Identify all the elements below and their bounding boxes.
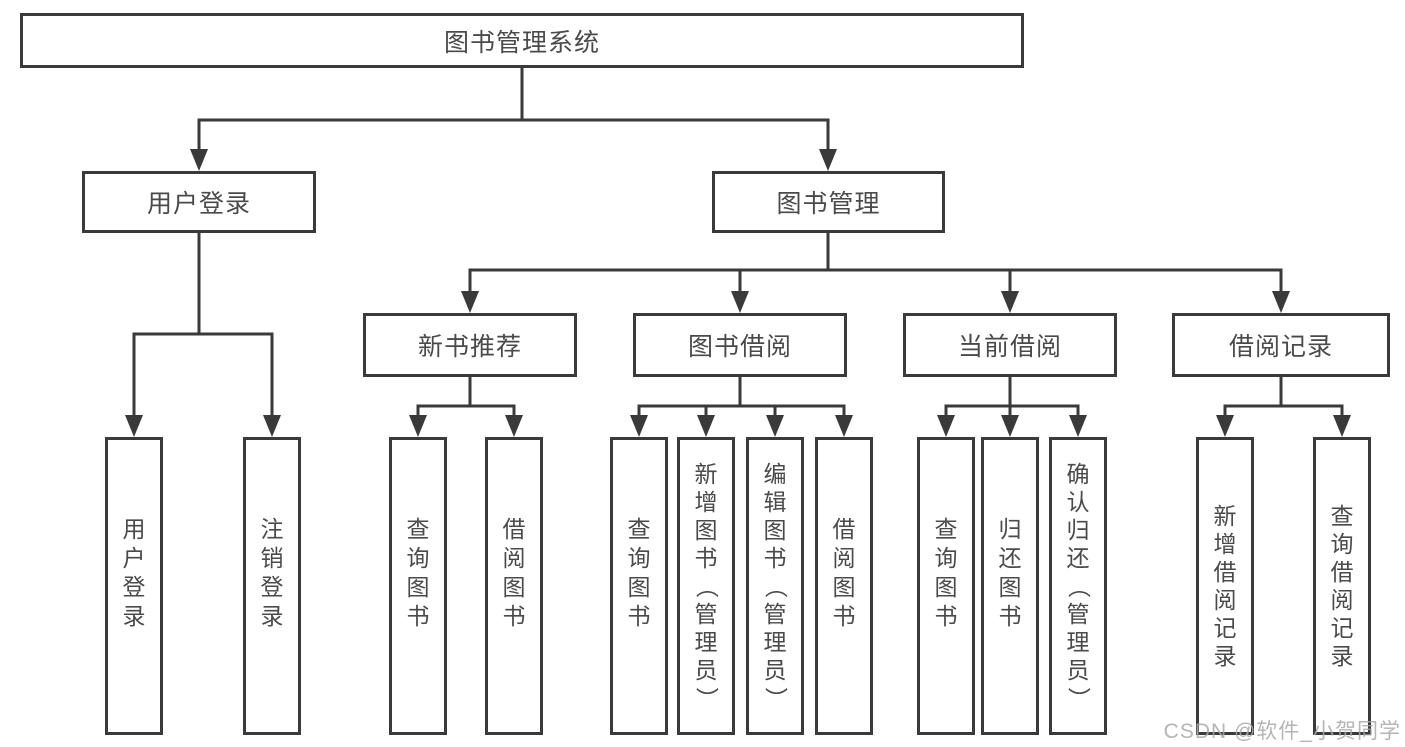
- leaf-add-book-admin: 新增图书（管理员）: [677, 437, 735, 735]
- node-root-label: 图书管理系统: [443, 28, 600, 57]
- node-new-book-recommend: 新书推荐: [363, 313, 577, 377]
- node-book-management: 图书管理: [712, 171, 945, 233]
- leaf-add-borrow-record-label: 新增借阅记录: [1213, 502, 1237, 669]
- node-user-login: 用户登录: [82, 171, 316, 233]
- leaf-add-borrow-record: 新增借阅记录: [1196, 437, 1254, 735]
- node-user-login-label: 用户登录: [146, 190, 251, 218]
- leaf-confirm-return-admin: 确认归还（管理员）: [1049, 437, 1107, 735]
- leaf-return-book-label: 归还图书: [998, 516, 1022, 629]
- leaf-query-books-borrowing-label: 查询图书: [627, 516, 651, 629]
- leaf-confirm-return-admin-label: 确认归还（管理员）: [1065, 460, 1092, 710]
- leaf-edit-book-admin-label: 编辑图书（管理员）: [762, 460, 789, 710]
- leaf-borrow-books-borrowing: 借阅图书: [815, 437, 873, 735]
- leaf-user-login-label: 用户登录: [122, 516, 146, 629]
- leaf-logout-label: 注销登录: [260, 516, 284, 629]
- leaf-query-borrow-record-label: 查询借阅记录: [1330, 502, 1354, 669]
- watermark: CSDN @软件_小贺同学: [1163, 720, 1401, 743]
- node-current-borrowing: 当前借阅: [903, 313, 1117, 377]
- node-borrowing-records: 借阅记录: [1172, 313, 1390, 377]
- node-book-borrowing: 图书借阅: [633, 313, 847, 377]
- node-book-management-label: 图书管理: [776, 190, 881, 218]
- leaf-query-books-current-label: 查询图书: [934, 516, 958, 629]
- leaf-borrow-books-recommend-label: 借阅图书: [502, 516, 526, 629]
- leaf-query-books-recommend-label: 查询图书: [406, 516, 430, 629]
- leaf-query-books-borrowing: 查询图书: [610, 437, 668, 735]
- leaf-edit-book-admin: 编辑图书（管理员）: [746, 437, 804, 735]
- leaf-borrow-books-borrowing-label: 借阅图书: [832, 516, 856, 629]
- leaf-query-books-recommend: 查询图书: [389, 437, 447, 735]
- node-book-borrowing-label: 图书借阅: [687, 333, 792, 361]
- node-root: 图书管理系统: [20, 13, 1024, 68]
- node-new-book-recommend-label: 新书推荐: [417, 333, 522, 361]
- node-current-borrowing-label: 当前借阅: [957, 333, 1062, 361]
- leaf-query-books-current: 查询图书: [917, 437, 975, 735]
- leaf-borrow-books-recommend: 借阅图书: [485, 437, 543, 735]
- leaf-logout: 注销登录: [243, 437, 301, 735]
- node-borrowing-records-label: 借阅记录: [1228, 333, 1333, 361]
- leaf-return-book: 归还图书: [981, 437, 1039, 735]
- leaf-user-login: 用户登录: [105, 437, 163, 735]
- leaf-add-book-admin-label: 新增图书（管理员）: [693, 460, 720, 710]
- leaf-query-borrow-record: 查询借阅记录: [1313, 437, 1371, 735]
